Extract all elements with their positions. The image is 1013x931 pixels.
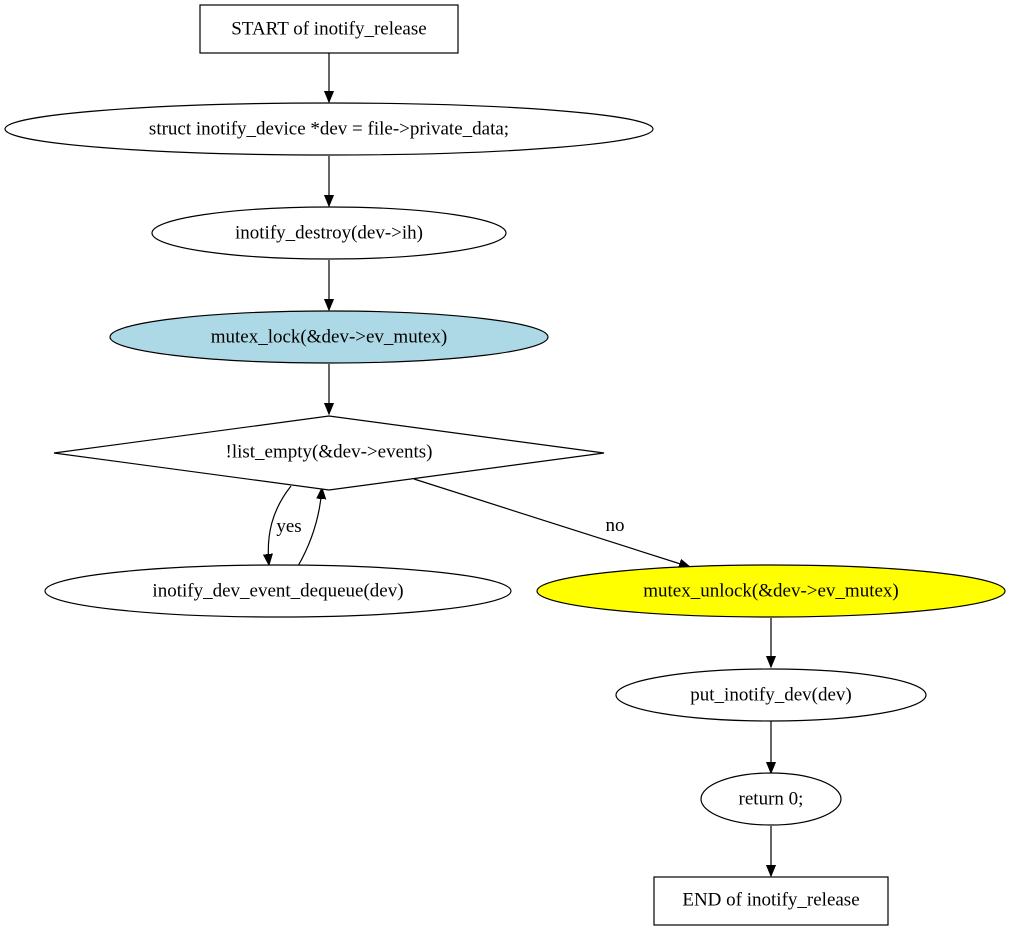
nodes: START of inotify_release struct inotify_…: [4, 4, 1006, 926]
node-lock-ellipse: [109, 310, 549, 364]
node-put-ellipse: [615, 668, 927, 722]
node-cond: !list_empty(&dev->events): [53, 415, 605, 491]
node-dequeue-ellipse: [44, 564, 512, 618]
node-destroy-label: inotify_destroy(dev->ih): [235, 222, 423, 243]
edge-label-no: no: [606, 515, 625, 536]
node-ret: return 0;: [700, 772, 842, 826]
edge-label-yes: yes: [276, 516, 301, 537]
node-put-label: put_inotify_dev(dev): [690, 684, 851, 705]
node-start-box: [199, 4, 459, 54]
edge-dequeue-to-cond: [297, 488, 322, 567]
edge-cond-to-dequeue-yes: [268, 485, 292, 565]
node-unlock: mutex_unlock(&dev->ev_mutex): [536, 564, 1006, 618]
node-cond-diamond: [53, 415, 605, 491]
node-destroy-ellipse: [151, 206, 507, 260]
node-lock: mutex_lock(&dev->ev_mutex): [109, 310, 549, 364]
node-ret-label: return 0;: [739, 788, 804, 809]
node-destroy: inotify_destroy(dev->ih): [151, 206, 507, 260]
node-dev-decl-label: struct inotify_device *dev = file->priva…: [149, 118, 509, 139]
node-unlock-label: mutex_unlock(&dev->ev_mutex): [643, 580, 899, 601]
edges: yes no: [268, 53, 771, 876]
node-dev-decl: struct inotify_device *dev = file->priva…: [4, 102, 654, 156]
node-unlock-ellipse: [536, 564, 1006, 618]
node-cond-label: !list_empty(&dev->events): [226, 441, 433, 462]
node-put: put_inotify_dev(dev): [615, 668, 927, 722]
node-dev-decl-ellipse: [4, 102, 654, 156]
node-start-label: START of inotify_release: [231, 18, 426, 39]
node-lock-label: mutex_lock(&dev->ev_mutex): [211, 326, 448, 347]
node-end-label: END of inotify_release: [682, 889, 859, 910]
node-end: END of inotify_release: [653, 876, 889, 926]
node-dequeue: inotify_dev_event_dequeue(dev): [44, 564, 512, 618]
node-start: START of inotify_release: [199, 4, 459, 54]
node-dequeue-label: inotify_dev_event_dequeue(dev): [152, 580, 403, 601]
node-ret-ellipse: [700, 772, 842, 826]
node-end-box: [653, 876, 889, 926]
edge-cond-to-unlock-no: [413, 478, 690, 567]
